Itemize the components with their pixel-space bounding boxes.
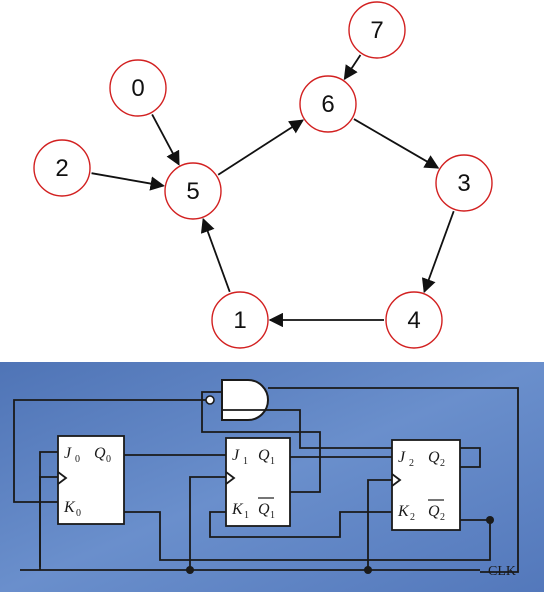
state-node-circle: [33, 139, 91, 197]
state-node-circle: [109, 59, 167, 117]
ff1-j: J: [232, 447, 240, 464]
nodes-layer: 0 2 5 6 7 3 4 1: [33, 1, 493, 349]
state-node-1: 1: [211, 291, 269, 349]
ff2-j: J: [398, 449, 406, 466]
flip-flop-0: J 0 Q 0 K 0: [57, 435, 125, 525]
flip-flop-2: J 2 Q 2 K 2 Q 2: [391, 439, 461, 531]
ff2-k-sub: 2: [410, 512, 415, 523]
nand-output-bubble: [205, 395, 215, 405]
edge-3-to-4: [421, 210, 455, 294]
ff1-q-sub: 1: [270, 456, 275, 467]
state-node-4: 4: [385, 291, 443, 349]
edge-5-to-6: [217, 119, 304, 176]
state-node-0: 0: [109, 59, 167, 117]
ff0-j-sub: 0: [75, 454, 80, 465]
ff1-qbar-sub: 1: [270, 510, 275, 521]
state-node-6: 6: [299, 75, 357, 133]
state-node-label: 1: [233, 307, 246, 334]
ff1-k: K: [231, 501, 244, 518]
ff1-q: Q: [258, 447, 270, 464]
state-node-2: 2: [33, 139, 91, 197]
state-node-circle: [348, 1, 406, 59]
state-node-label: 6: [321, 91, 334, 118]
ff1-k-sub: 1: [244, 510, 249, 521]
state-node-3: 3: [435, 154, 493, 212]
edge-0-to-5: [151, 114, 180, 166]
state-node-label: 3: [457, 170, 470, 197]
clock-label: CLK: [488, 564, 516, 579]
ff1-j-sub: 1: [243, 456, 248, 467]
state-transition-graph: 0 2 5 6 7 3 4 1: [33, 1, 493, 349]
state-node-circle: [385, 291, 443, 349]
flip-flop-1: J 1 Q 1 K 1 Q 1: [225, 437, 291, 527]
ff2-q-sub: 2: [440, 458, 445, 469]
ff0-k: K: [63, 499, 76, 516]
ff2-j-sub: 2: [409, 458, 414, 469]
junction-dot: [364, 566, 372, 574]
state-node-circle: [164, 162, 222, 220]
circuit-wires: [13, 387, 519, 574]
circuit-diagram: J 0 Q 0 K 0 J 1 Q 1 K 1 Q 1 J 2 Q 2 K 2 …: [0, 362, 544, 592]
ff2-q: Q: [428, 449, 440, 466]
ff2-qbar: Q: [428, 503, 440, 520]
ff1-qbar: Q: [258, 501, 270, 518]
edge-1-to-5: [200, 217, 231, 293]
ff2-qbar-sub: 2: [440, 512, 445, 523]
edge-6-to-3: [353, 118, 440, 169]
edge-7-to-6: [343, 54, 362, 81]
state-node-label: 0: [131, 75, 144, 102]
edge-2-to-5: [91, 172, 165, 191]
ff0-q-sub: 0: [106, 454, 111, 465]
state-node-5: 5: [164, 162, 222, 220]
ff0-k-sub: 0: [76, 508, 81, 519]
state-node-label: 2: [55, 155, 68, 182]
state-node-circle: [435, 154, 493, 212]
state-node-label: 7: [370, 17, 383, 44]
state-node-label: 4: [407, 307, 420, 334]
state-node-circle: [299, 75, 357, 133]
state-node-label: 5: [186, 178, 199, 205]
ff2-k: K: [397, 503, 410, 520]
state-node-circle: [211, 291, 269, 349]
ff0-j: J: [64, 445, 72, 462]
ff0-q: Q: [94, 445, 106, 462]
junction-dot: [486, 516, 494, 524]
junction-dot: [186, 566, 194, 574]
edges-layer: [91, 54, 455, 328]
state-node-7: 7: [348, 1, 406, 59]
